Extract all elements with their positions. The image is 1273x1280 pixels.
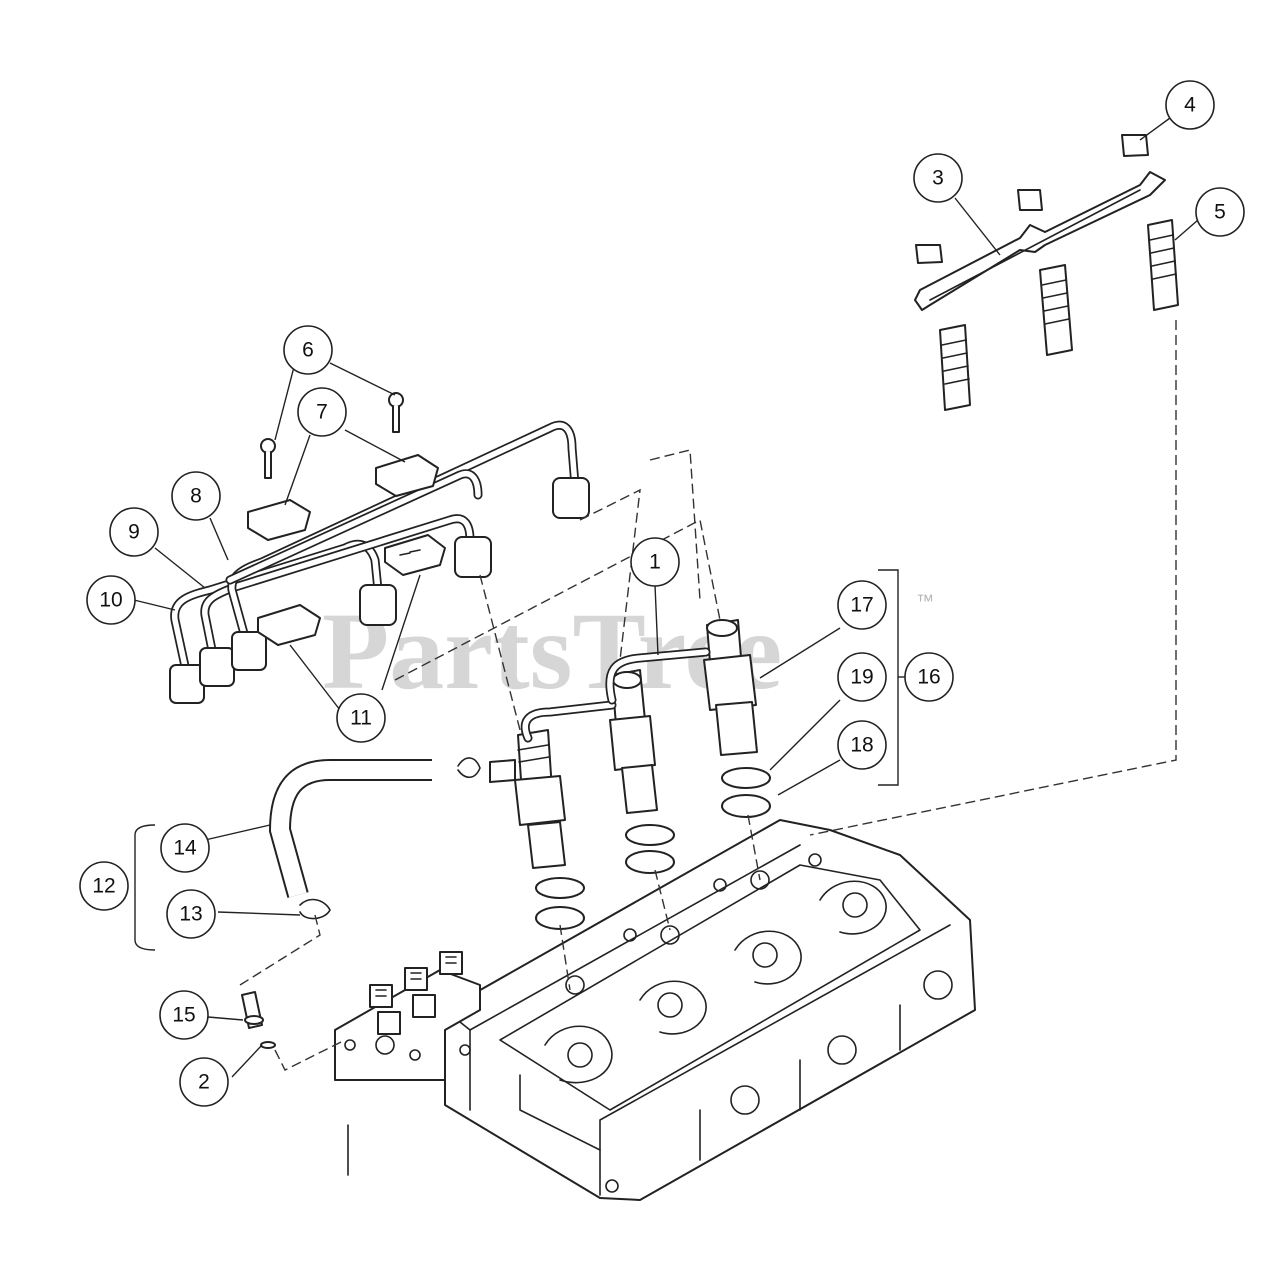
callout-1: 1 — [630, 537, 680, 587]
clamp-bolts — [260, 392, 404, 479]
fuel-fitting — [241, 991, 276, 1049]
injector-nozzles — [514, 619, 771, 930]
callout-18: 18 — [837, 720, 887, 770]
svg-text:19: 19 — [850, 666, 873, 689]
cylinder-head — [444, 819, 976, 1201]
svg-text:10: 10 — [99, 589, 122, 612]
callout-11: 11 — [336, 693, 386, 743]
callout-10: 10 — [86, 575, 136, 625]
svg-text:18: 18 — [850, 734, 873, 757]
callout-4: 4 — [1165, 80, 1215, 130]
svg-text:6: 6 — [302, 339, 314, 362]
callout-17: 17 — [837, 580, 887, 630]
callout-8: 8 — [171, 471, 221, 521]
watermark-trademark: ™ — [916, 591, 934, 611]
svg-text:4: 4 — [1184, 94, 1196, 117]
callout-6: 6 — [283, 325, 333, 375]
glow-plug-assembly — [914, 134, 1179, 411]
pipe-nut — [169, 477, 590, 704]
callout-14: 14 — [160, 823, 210, 873]
callouts: 1 2 3 4 5 6 7 8 9 10 11 12 13 14 15 16 1… — [79, 80, 1245, 1107]
svg-text:16: 16 — [917, 666, 940, 689]
svg-text:14: 14 — [173, 837, 197, 860]
svg-text:13: 13 — [179, 903, 202, 926]
injection-pump — [334, 951, 481, 1176]
svg-text:8: 8 — [190, 485, 202, 508]
callout-9: 9 — [109, 507, 159, 557]
callout-7: 7 — [297, 387, 347, 437]
leader-lines — [133, 117, 1199, 1078]
svg-text:11: 11 — [350, 707, 372, 730]
svg-text:3: 3 — [932, 167, 944, 190]
fuel-hose — [268, 757, 516, 920]
svg-text:9: 9 — [128, 521, 140, 544]
callout-5: 5 — [1195, 187, 1245, 237]
callout-15: 15 — [159, 990, 209, 1040]
callout-2: 2 — [179, 1057, 229, 1107]
svg-text:2: 2 — [198, 1071, 210, 1094]
assembly-lines — [239, 320, 1177, 1071]
svg-text:12: 12 — [92, 875, 115, 898]
injection-pipes — [169, 420, 590, 704]
svg-text:1: 1 — [649, 551, 661, 574]
pipe-clamps — [247, 454, 446, 646]
callout-19: 19 — [837, 652, 887, 702]
callout-3: 3 — [913, 153, 963, 203]
svg-text:17: 17 — [850, 594, 873, 617]
callout-12: 12 — [79, 861, 129, 911]
svg-text:15: 15 — [172, 1004, 195, 1027]
svg-text:5: 5 — [1214, 201, 1226, 224]
callout-13: 13 — [166, 889, 216, 939]
callout-16: 16 — [904, 652, 954, 702]
svg-text:7: 7 — [316, 401, 328, 424]
